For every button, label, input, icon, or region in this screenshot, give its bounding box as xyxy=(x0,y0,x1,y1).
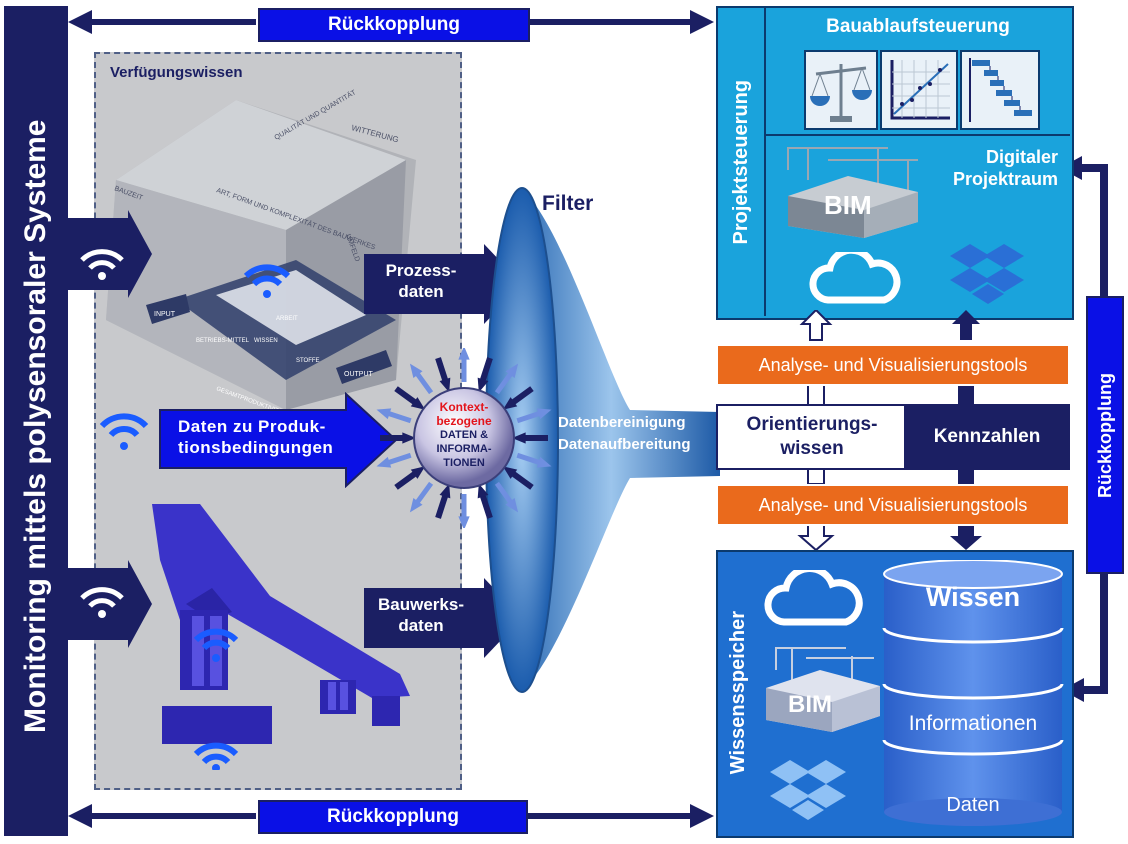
db-level-information: Informationen xyxy=(908,712,1038,735)
hub-line-4: INFORMA- xyxy=(436,443,492,455)
filter-step-cleaning: Datenbereinigung xyxy=(558,414,686,431)
cube-stoffe-text: STOFFE xyxy=(296,358,320,364)
bim-building-illustration: BIM xyxy=(766,647,880,732)
hub-arrow-head xyxy=(409,363,423,378)
project-control-divider-h xyxy=(766,134,1070,136)
hub-arrow-head xyxy=(502,466,518,479)
cloud-icon xyxy=(809,252,901,304)
hub-arrow-head xyxy=(502,397,518,410)
hub-arrow-head xyxy=(376,456,392,468)
hub-arrow-head xyxy=(505,498,519,513)
hub-text: Kontext- bezogene DATEN & INFORMA- TIONE… xyxy=(414,400,514,470)
hub-arrow-head xyxy=(477,483,489,499)
analysis-tools-top: Analyse- und Visualisierungstools xyxy=(716,344,1070,386)
hub-arrow-head xyxy=(410,466,426,479)
hub-arrow-head xyxy=(505,363,519,378)
bridge-illustration xyxy=(152,504,410,770)
hub-arrow-head xyxy=(402,432,416,444)
productivity-cube-illustration: QUALITÄT UND QUANTITÄT WITTERUNG BAUZEIT… xyxy=(106,88,416,410)
db-level-knowledge: Wissen xyxy=(925,582,1021,612)
filter-step-preparation: Datenaufbereitung xyxy=(558,436,691,453)
hub-arrow-head xyxy=(409,498,423,513)
scale-icon xyxy=(810,64,872,122)
hub-arrow-head xyxy=(536,456,552,468)
bim-text-top: BIM xyxy=(824,190,872,220)
feedback-right-box: Rückkopplung xyxy=(1086,296,1124,574)
knowledge-store-side: Wissensspeicher xyxy=(718,552,758,834)
feedback-top-label: Rückkopplung xyxy=(258,8,530,42)
hub-arrow-head xyxy=(410,397,426,410)
wifi-icon xyxy=(99,413,149,450)
kpi-label: Kennzahlen xyxy=(933,426,1041,447)
gantt-icon xyxy=(969,58,1032,122)
hub-line-1: Kontext- xyxy=(439,400,489,414)
gantt-icon-tile xyxy=(960,50,1040,130)
sensor-arrows xyxy=(68,210,152,648)
production-conditions-arrow xyxy=(99,392,398,488)
bim-text-bottom: BIM xyxy=(788,691,832,718)
available-knowledge-title: Verfügungswissen xyxy=(110,64,243,81)
hub-arrow-head xyxy=(376,408,392,420)
structure-data-label: Bauwerks- daten xyxy=(378,595,464,635)
project-control-divider-v xyxy=(764,8,766,316)
dropbox-icon xyxy=(770,760,846,820)
knowledge-database-stack xyxy=(882,560,1064,826)
digital-project-room-label: Digitaler Projektraum xyxy=(952,147,1058,189)
left-title-bar: Monitoring mittels polysensoraler System… xyxy=(4,6,68,836)
cube-input-text: INPUT xyxy=(154,311,176,318)
hub-line-3: DATEN & xyxy=(439,429,489,441)
wifi-icon xyxy=(193,628,239,662)
cube-wissen-text: WISSEN xyxy=(254,338,278,344)
vertical-flow-arrows xyxy=(797,310,982,552)
cube-betriebsmittel-text: BETRIEBS-MITTEL xyxy=(196,338,250,344)
hub-arrow-head xyxy=(512,432,526,444)
wifi-icon xyxy=(193,742,239,770)
dropbox-icon xyxy=(950,244,1024,304)
filter-title: Filter xyxy=(542,192,594,215)
process-data-arrow xyxy=(364,244,522,324)
project-control-side: Projektsteuerung xyxy=(718,8,764,316)
hub-arrow-head xyxy=(536,408,552,420)
analysis-tools-bottom: Analyse- und Visualisierungstools xyxy=(716,484,1070,526)
hub-arrow-head xyxy=(458,348,470,360)
kpi-box: Kennzahlen xyxy=(904,404,1070,470)
hub-line-2: bezogene xyxy=(436,414,492,428)
db-level-data: Daten xyxy=(946,794,1000,816)
hub-arrow-head xyxy=(458,516,470,528)
hub-arrows xyxy=(376,348,552,528)
trend-chart-icon-tile xyxy=(880,50,958,130)
process-data-label: Prozess- daten xyxy=(385,261,457,301)
project-control-label: Projektsteuerung xyxy=(729,79,752,245)
structure-data-arrow xyxy=(364,578,522,658)
hub-line-5: TIONEN xyxy=(443,457,485,469)
schedule-title: Bauablaufsteuerung xyxy=(826,16,1010,37)
hub-arrow-head xyxy=(439,377,451,393)
cloud-icon xyxy=(764,570,863,626)
feedback-right-label: Rückkopplung xyxy=(1094,372,1115,498)
feedback-bottom-label: Rückkopplung xyxy=(258,800,528,834)
wifi-icon xyxy=(80,249,124,280)
wifi-icon xyxy=(80,587,124,618)
cube-output-text: OUTPUT xyxy=(344,371,374,378)
orientation-knowledge-label: Orientierungs- wissen xyxy=(746,414,878,459)
production-conditions-label: Daten zu Produk- tionsbedingungen xyxy=(178,417,334,457)
hub-arrow-head xyxy=(439,483,451,499)
hub-arrow-head xyxy=(477,377,489,393)
knowledge-store-label: Wissensspeicher xyxy=(726,611,749,775)
trend-chart-icon xyxy=(890,60,950,120)
orientation-knowledge-box: Orientierungs- wissen xyxy=(716,404,908,470)
bim-building-illustration: BIM xyxy=(787,147,918,238)
scale-icon-tile xyxy=(804,50,878,130)
wifi-icon xyxy=(243,264,291,298)
context-data-hub xyxy=(376,348,552,528)
cube-arbeit-text: ARBEIT xyxy=(276,316,298,322)
